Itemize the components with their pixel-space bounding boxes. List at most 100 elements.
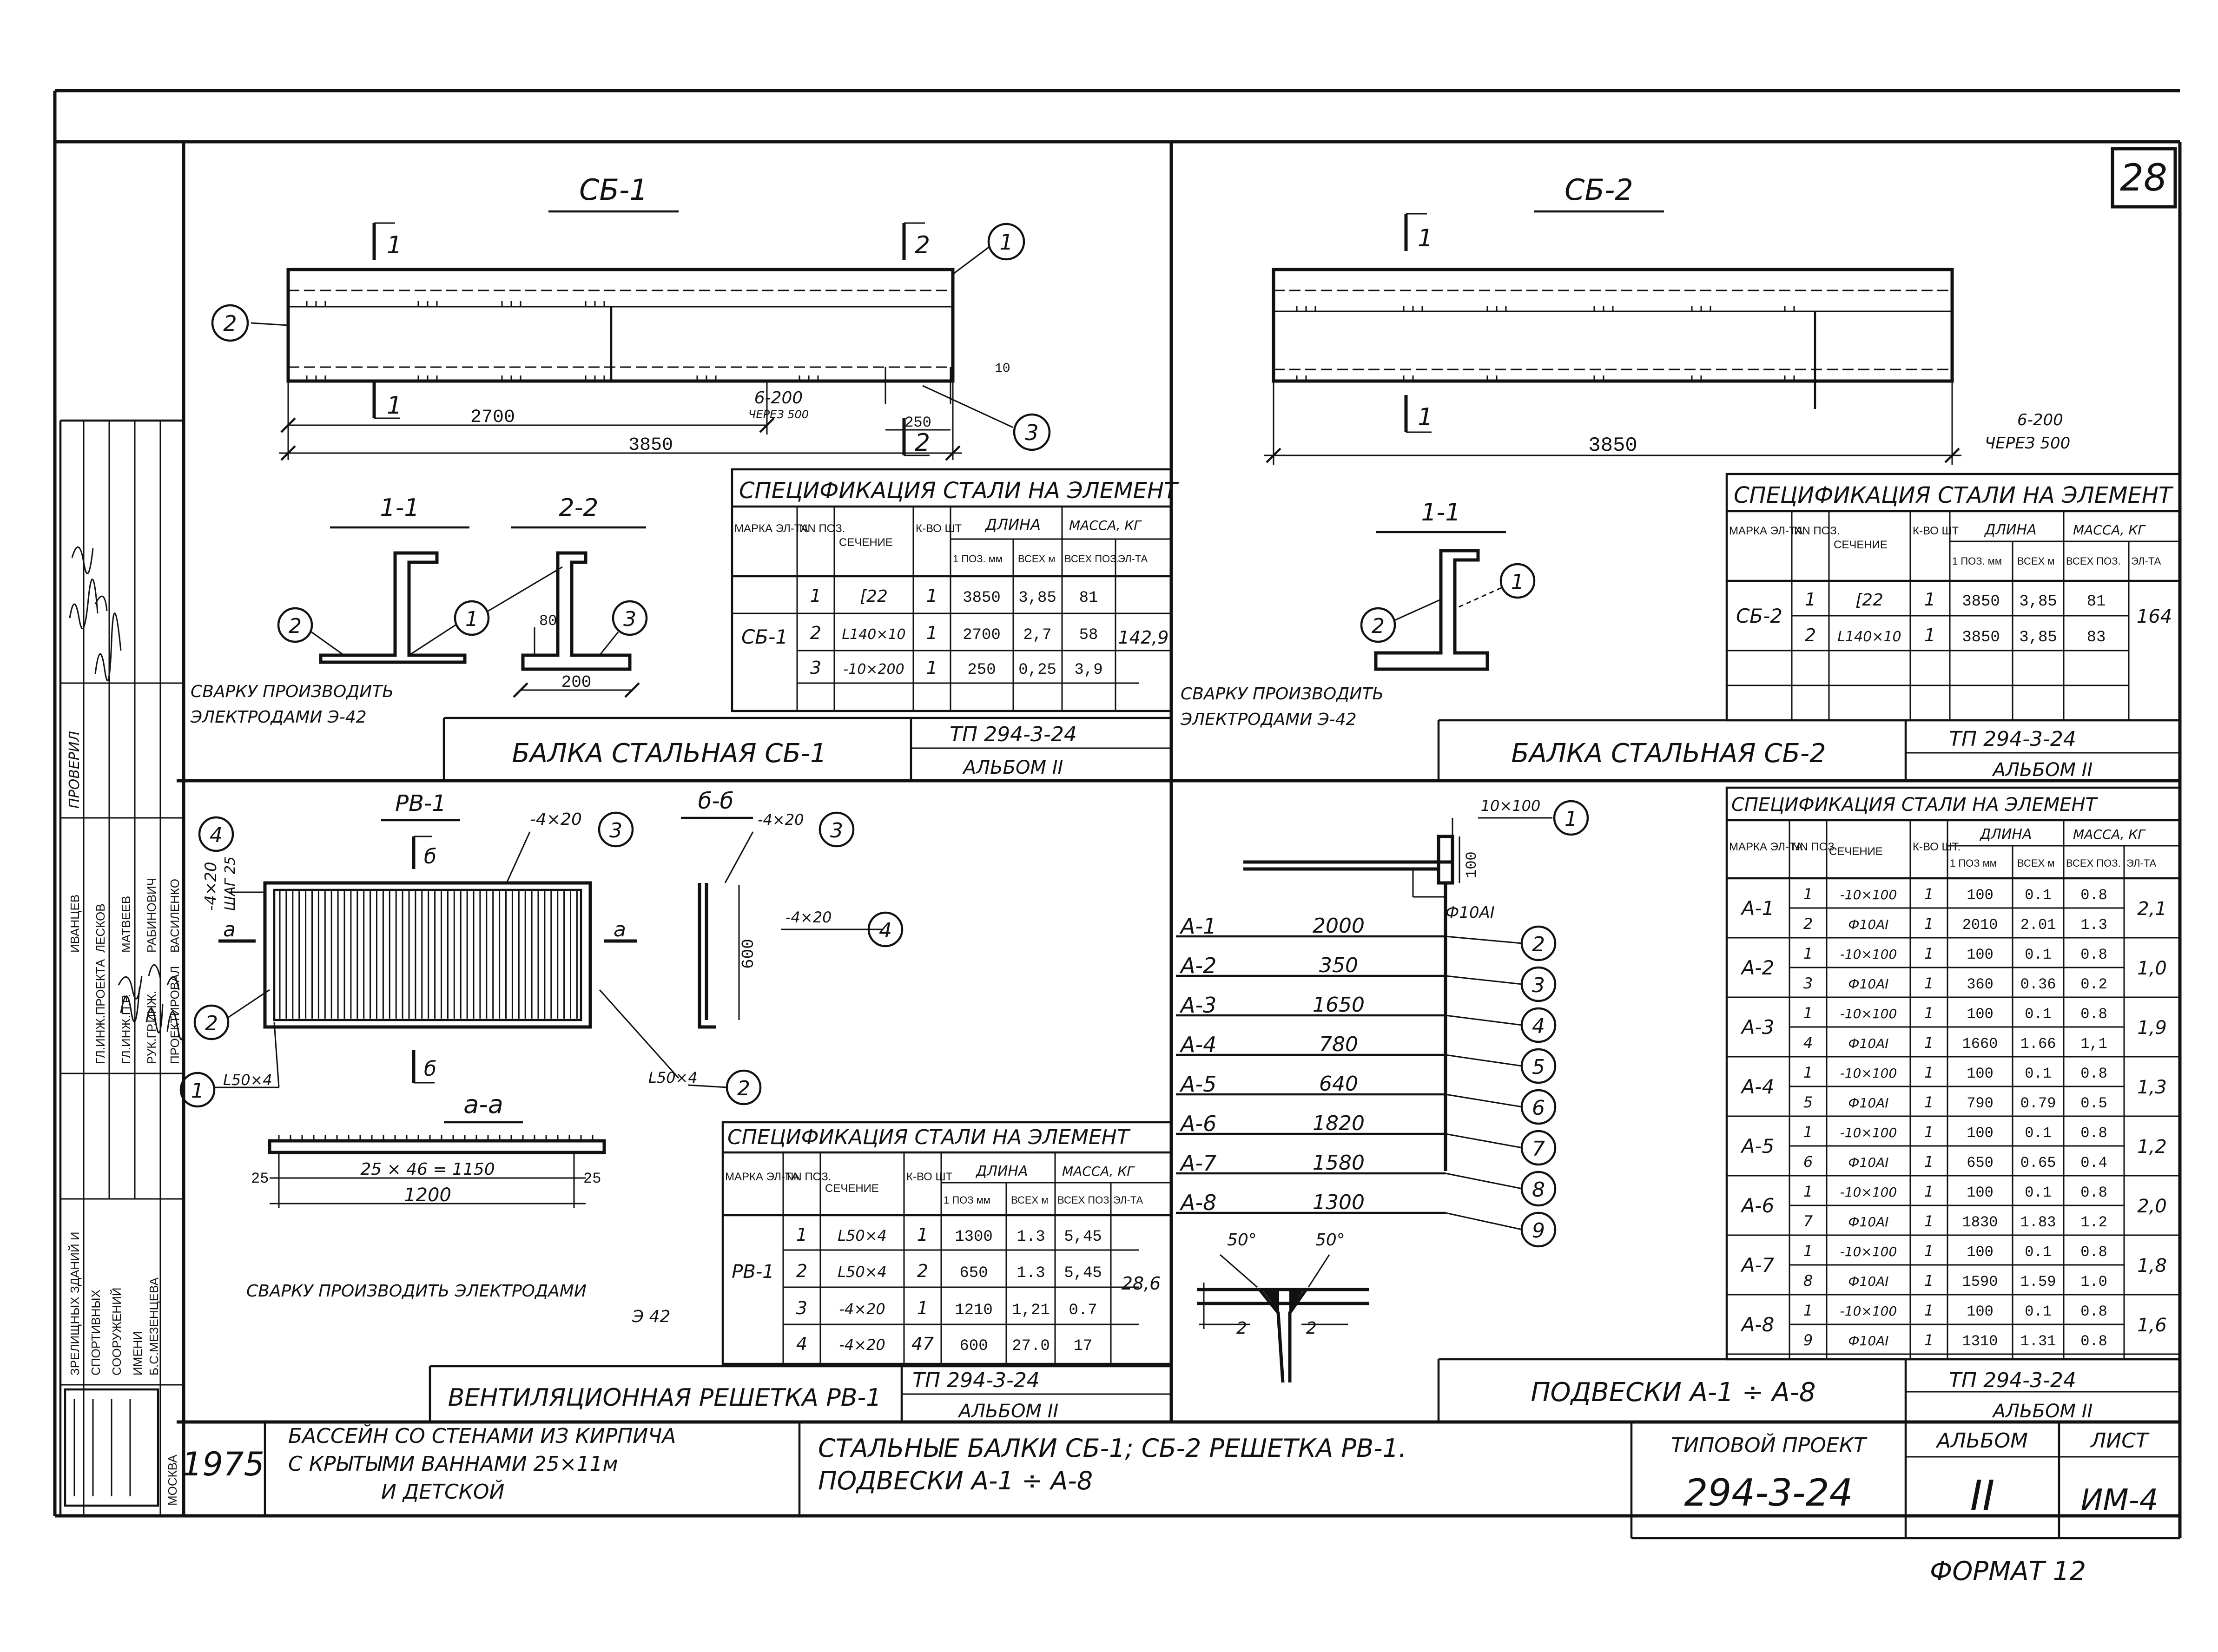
a-spec-mark: А-1 [1740, 897, 1775, 920]
rv1-r4-qty: 47 [911, 1334, 934, 1354]
a-spec-cell: 1 [1803, 1004, 1813, 1022]
rv1-r3-mass: 0.7 [1069, 1302, 1097, 1319]
a-spec-cell: 1,1 [2080, 1035, 2107, 1053]
hanger-callout-circle [1520, 1211, 1557, 1248]
sb1-r2-pos: 2 [810, 623, 821, 643]
sb1-section-2-2: 2-2 [559, 494, 599, 522]
a-spec-cell: Ф10АI [1848, 1155, 1888, 1170]
side-stamp: ПРОВЕРИЛ ГЛ.ИНЖ.ПРОЕКТА ГЛ.ИНЖ.П.Р. РУК.… [59, 419, 185, 1516]
rv1-spec-h-mark: МАРКА ЭЛ-ТА [725, 1171, 799, 1183]
hanger-leader [1445, 1093, 1523, 1108]
a-spec-cell: Ф10АI [1848, 1333, 1888, 1349]
hanger-mark: А-2 [1179, 953, 1216, 978]
rv1-r1-mass: 5,45 [1064, 1228, 1102, 1246]
sb2-element-name: БАЛКА СТАЛЬНАЯ СБ-2 [1511, 738, 1826, 769]
rv1-r1-qty: 1 [917, 1224, 928, 1245]
sb2-section-1-1: 1-1 [1421, 499, 1461, 527]
rv1-section-aa-shape [268, 1139, 606, 1154]
rv1-r1-section: L50×4 [838, 1227, 887, 1244]
sb2-spec-h-qty: К-ВО ШТ [1913, 525, 1959, 537]
a-spec-cell: 0.1 [2025, 1065, 2052, 1082]
sb2-spec-mark: СБ-2 [1736, 605, 1782, 627]
a-spec-mark: А-6 [1740, 1194, 1775, 1217]
a-spec-cell: -10×100 [1840, 947, 1897, 962]
hanger-length: 1580 [1313, 1151, 1365, 1175]
panel-rv1: РВ-1 б -4×20 3 4 -4×20 ШАГ 25 а а 2 1 L5… [179, 788, 1173, 1422]
a-spec-cell: 8 [1803, 1272, 1813, 1290]
sb1-r1-qty: 1 [926, 586, 937, 606]
stamp-role-chief-pr: ГЛ.ИНЖ.П.Р. [119, 994, 133, 1064]
rv1-dim-1150: 25 × 46 = 1150 [360, 1160, 495, 1179]
rv1-spec-h-pos: NN ПОЗ. [786, 1171, 831, 1183]
stamp-name-1: ИВАНЦЕВ [68, 895, 82, 953]
hanger-leader [1445, 975, 1523, 985]
rv1-section-bb-shape [698, 883, 716, 1029]
sb2-dim-step: ЧЕРЕЗ 500 [1985, 434, 2070, 453]
sb1-spec-h-pos: NN ПОЗ. [799, 522, 845, 535]
a-spec-cell: 0.1 [2025, 1006, 2052, 1023]
rv1-r4-lenall: 27.0 [1012, 1337, 1050, 1355]
sb2-spec-row-2: 2 L140×10 1 3850 3,85 83 [1805, 625, 2106, 646]
a-spec-cell: 1 [1803, 1123, 1813, 1141]
rv1-dim-600: 600 [739, 939, 758, 969]
rv1-doc-ref: ТП 294-3-24 [912, 1369, 1040, 1392]
a-spec-total: 1,0 [2137, 958, 2167, 979]
a-spec-cell: 1 [1924, 885, 1934, 903]
institute-logo [64, 1388, 159, 1507]
a-spec-cell: Ф10АI [1848, 976, 1888, 992]
rv1-spec-h-mass-all: ВСЕХ ПОЗ. [1057, 1194, 1112, 1206]
rv1-r3-section: -4×20 [839, 1300, 885, 1318]
rv1-label-top: -4×20 [530, 810, 582, 829]
a-spec-cell: 1.31 [2020, 1333, 2056, 1350]
a-spec-cell: 1 [1803, 1302, 1813, 1319]
a-spec-cell: 790 [1967, 1095, 1994, 1112]
rv1-dim-1200: 1200 [404, 1185, 451, 1206]
sb1-callout-3: 3 [1025, 420, 1038, 445]
sb2-spec-h-section: СЕЧЕНИЕ [1834, 539, 1888, 551]
weld-dim-right: 2 [1306, 1319, 1317, 1338]
a-element-name: ПОДВЕСКИ А-1 ÷ А-8 [1531, 1377, 1815, 1408]
a-spec-cell: 0.8 [2080, 1333, 2107, 1350]
a-spec-cell: 100 [1967, 946, 1994, 963]
stamp-institute: МОСКВА [165, 1455, 179, 1506]
a-spec-cell: 650 [1967, 1154, 1994, 1172]
a-spec-cell: 1.83 [2020, 1214, 2056, 1231]
stamp-type-project-number: 294-3-24 [1684, 1471, 1853, 1514]
sb2-r1-section: [22 [1855, 591, 1883, 610]
a-spec-cell: 100 [1967, 887, 1994, 904]
a-spec-total: 2,0 [2137, 1196, 2167, 1217]
sb1-cut-mark-2: 2 [915, 231, 930, 259]
sb1-r1-pos: 1 [810, 586, 821, 606]
a-spec-cell: 0.2 [2080, 976, 2107, 993]
a-spec-cell: 5 [1803, 1093, 1813, 1111]
sb1-sec22-callout-3: 3 [623, 607, 636, 631]
a-spec-cell: 1660 [1962, 1035, 1998, 1053]
rv1-callout-2-right: 2 [737, 1077, 750, 1100]
rv1-r3-lenall: 1,21 [1012, 1302, 1050, 1319]
sb1-note-line-1: СВАРКУ ПРОИЗВОДИТЬ [191, 682, 394, 701]
a-spec-cell: 3 [1803, 974, 1813, 992]
stamp-sheet-label: ЛИСТ [2090, 1429, 2150, 1453]
sb1-spec-h-mark: МАРКА ЭЛ-ТА [734, 522, 808, 535]
a-spec-h-mass-all: ВСЕХ ПОЗ. [2066, 857, 2121, 869]
a-spec-total: 1,9 [2137, 1017, 2167, 1039]
a-spec-cell: 1 [1924, 1153, 1934, 1171]
a-spec-cell: 1.59 [2020, 1273, 2056, 1290]
a-spec-cell: 2.01 [2020, 916, 2056, 934]
stamp-type-project-label: ТИПОВОЙ ПРОЕКТ [1671, 1433, 1868, 1457]
sb1-title: СБ-1 [579, 173, 648, 207]
panel-sb1: СБ-1 1 2 2 1 3 1 2 [190, 173, 1179, 781]
signature-5 [166, 976, 185, 1040]
sb2-r2-lenall: 3,85 [2019, 629, 2057, 646]
hanger-callout: 6 [1532, 1096, 1545, 1120]
a-spec-cell: -10×100 [1840, 1185, 1897, 1200]
a-spec-cell: 2010 [1962, 916, 1998, 934]
rv1-label-step: ШАГ 25 [222, 856, 238, 911]
rv1-r4-mass: 17 [1074, 1337, 1093, 1355]
sheet-number-box: 28 [2111, 147, 2177, 209]
signature-2 [94, 595, 122, 681]
